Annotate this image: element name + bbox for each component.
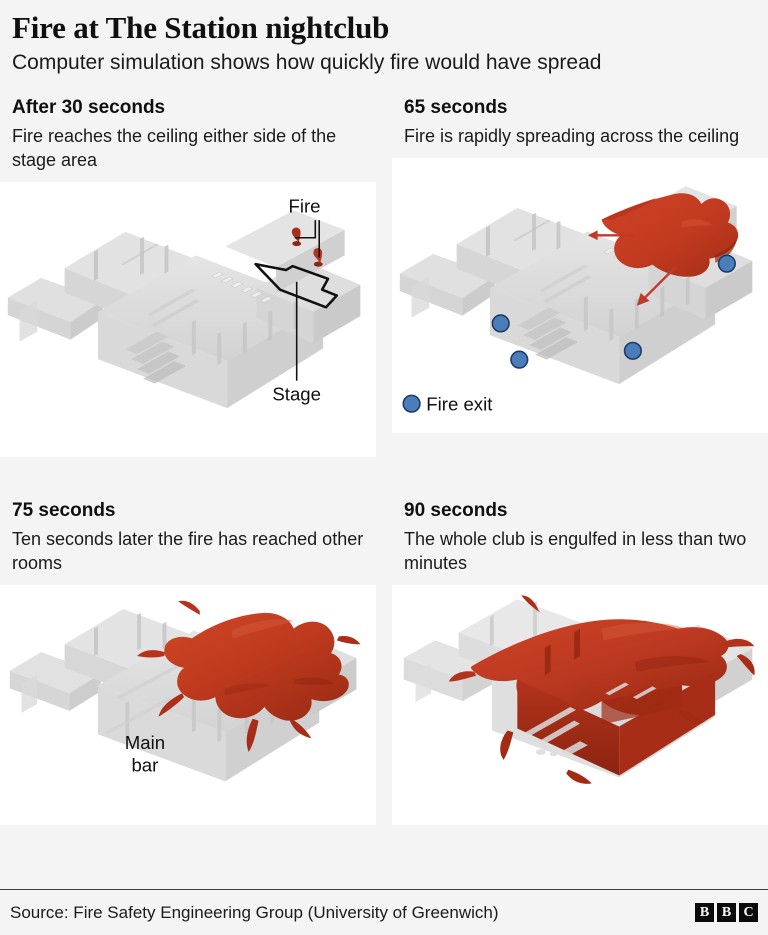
fire-exit-legend-dot	[402, 394, 421, 413]
stage-label: Stage	[272, 383, 321, 404]
panel-75s: 75 seconds Ten seconds later the fire ha…	[0, 499, 384, 825]
panel-row-1: After 30 seconds Fire reaches the ceilin…	[0, 96, 768, 457]
panel-90s-title: 90 seconds	[404, 500, 508, 521]
stage-outline	[254, 262, 339, 309]
building-3d-model-90s	[403, 595, 755, 784]
panel-65s-head: 65 seconds Fire is rapidly spreading acr…	[392, 96, 768, 148]
panel-90s: 90 seconds The whole club is engulfed in…	[384, 499, 768, 825]
fire-exit-dot	[717, 254, 736, 273]
panel-75s-description: Ten seconds later the fire has reached o…	[12, 529, 364, 573]
page-title: Fire at The Station nightclub	[12, 10, 390, 45]
panel-grid: After 30 seconds Fire reaches the ceilin…	[0, 96, 768, 825]
main-bar-label-line2: bar	[131, 755, 158, 776]
fire-exit-legend: Fire exit	[402, 394, 493, 415]
building-3d-model-30s: Fire Stage	[7, 195, 361, 409]
building-3d-model-75s: Main bar	[9, 600, 361, 782]
fire-mass-75s	[137, 600, 361, 752]
bbc-logo-b2: B	[717, 903, 736, 922]
building-shell	[7, 210, 361, 409]
panel-30s-head: After 30 seconds Fire reaches the ceilin…	[0, 96, 376, 172]
main-bar-label-line1: Main	[125, 732, 165, 753]
bbc-logo-c: C	[739, 903, 758, 922]
fire-direction-arrow-down	[636, 265, 677, 306]
fire-label: Fire	[289, 195, 321, 216]
panel-65s-figure: Fire exit	[392, 158, 768, 433]
fire-exit-dots	[491, 254, 736, 369]
bbc-logo-b1: B	[695, 903, 714, 922]
fire-exit-legend-label: Fire exit	[426, 394, 493, 415]
panel-75s-figure: Main bar	[0, 585, 376, 825]
panel-90s-description: The whole club is engulfed in less than …	[404, 529, 747, 573]
footer: Source: Fire Safety Engineering Group (U…	[0, 889, 768, 935]
page-subtitle: Computer simulation shows how quickly fi…	[12, 51, 602, 74]
header: Fire at The Station nightclub Computer s…	[0, 0, 768, 76]
panel-65s-title: 65 seconds	[404, 97, 508, 118]
fire-direction-arrow-left	[587, 230, 635, 241]
panel-30s-description: Fire reaches the ceiling either side of …	[12, 126, 337, 170]
fire-exit-dot	[623, 341, 642, 360]
building-3d-model-65s: Fire exit	[399, 186, 753, 415]
fire-exit-dot	[510, 350, 529, 369]
panel-65s: 65 seconds Fire is rapidly spreading acr…	[384, 96, 768, 457]
panel-75s-title: 75 seconds	[12, 500, 116, 521]
panel-90s-head: 90 seconds The whole club is engulfed in…	[392, 499, 768, 575]
panel-row-2: 75 seconds Ten seconds later the fire ha…	[0, 499, 768, 825]
panel-30s: After 30 seconds Fire reaches the ceilin…	[0, 96, 384, 457]
fire-spread-mass	[601, 193, 739, 277]
fire-marker-1	[291, 227, 302, 247]
fire-exit-dot	[491, 314, 510, 333]
fire-mass-90s	[448, 595, 755, 784]
source-text: Source: Fire Safety Engineering Group (U…	[10, 902, 499, 922]
bbc-logo: B B C	[695, 903, 758, 922]
panel-30s-title: After 30 seconds	[12, 97, 166, 118]
panel-75s-head: 75 seconds Ten seconds later the fire ha…	[0, 499, 376, 575]
panel-30s-figure: Fire Stage	[0, 182, 376, 457]
fire-leader-line	[294, 220, 320, 258]
panel-90s-figure	[392, 585, 768, 825]
panel-65s-description: Fire is rapidly spreading across the cei…	[404, 126, 740, 146]
